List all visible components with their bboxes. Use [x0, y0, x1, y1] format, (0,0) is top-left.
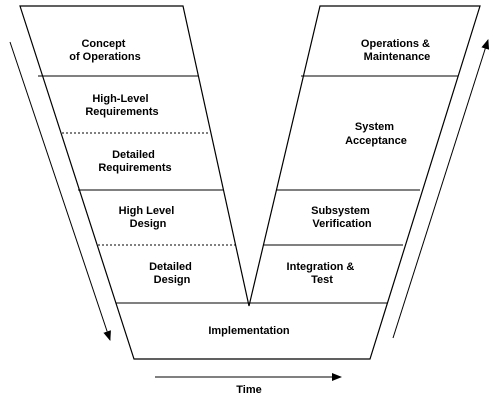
stage-concept-of-operations: Concept of Operations [69, 38, 141, 63]
stage-integration-test: Integration & Test [287, 261, 358, 286]
stage-system-acceptance: System Acceptance [345, 121, 407, 147]
stage-high-level-requirements: High-Level Requirements [85, 93, 158, 118]
stage-high-level-design: High Level Design [119, 205, 178, 230]
stage-detailed-requirements: Detailed Requirements [98, 149, 171, 174]
v-outline [19, 5, 481, 360]
right-ascending-arrow [392, 39, 490, 339]
left-descending-arrow [9, 41, 111, 341]
stage-operations-maintenance: Operations & Maintenance [361, 38, 433, 63]
stage-subsystem-verification: Subsystem Verification [311, 205, 373, 230]
time-label: Time [236, 384, 261, 396]
stage-detailed-design: Detailed Design [149, 261, 195, 286]
stage-implementation: Implementation [208, 325, 290, 337]
